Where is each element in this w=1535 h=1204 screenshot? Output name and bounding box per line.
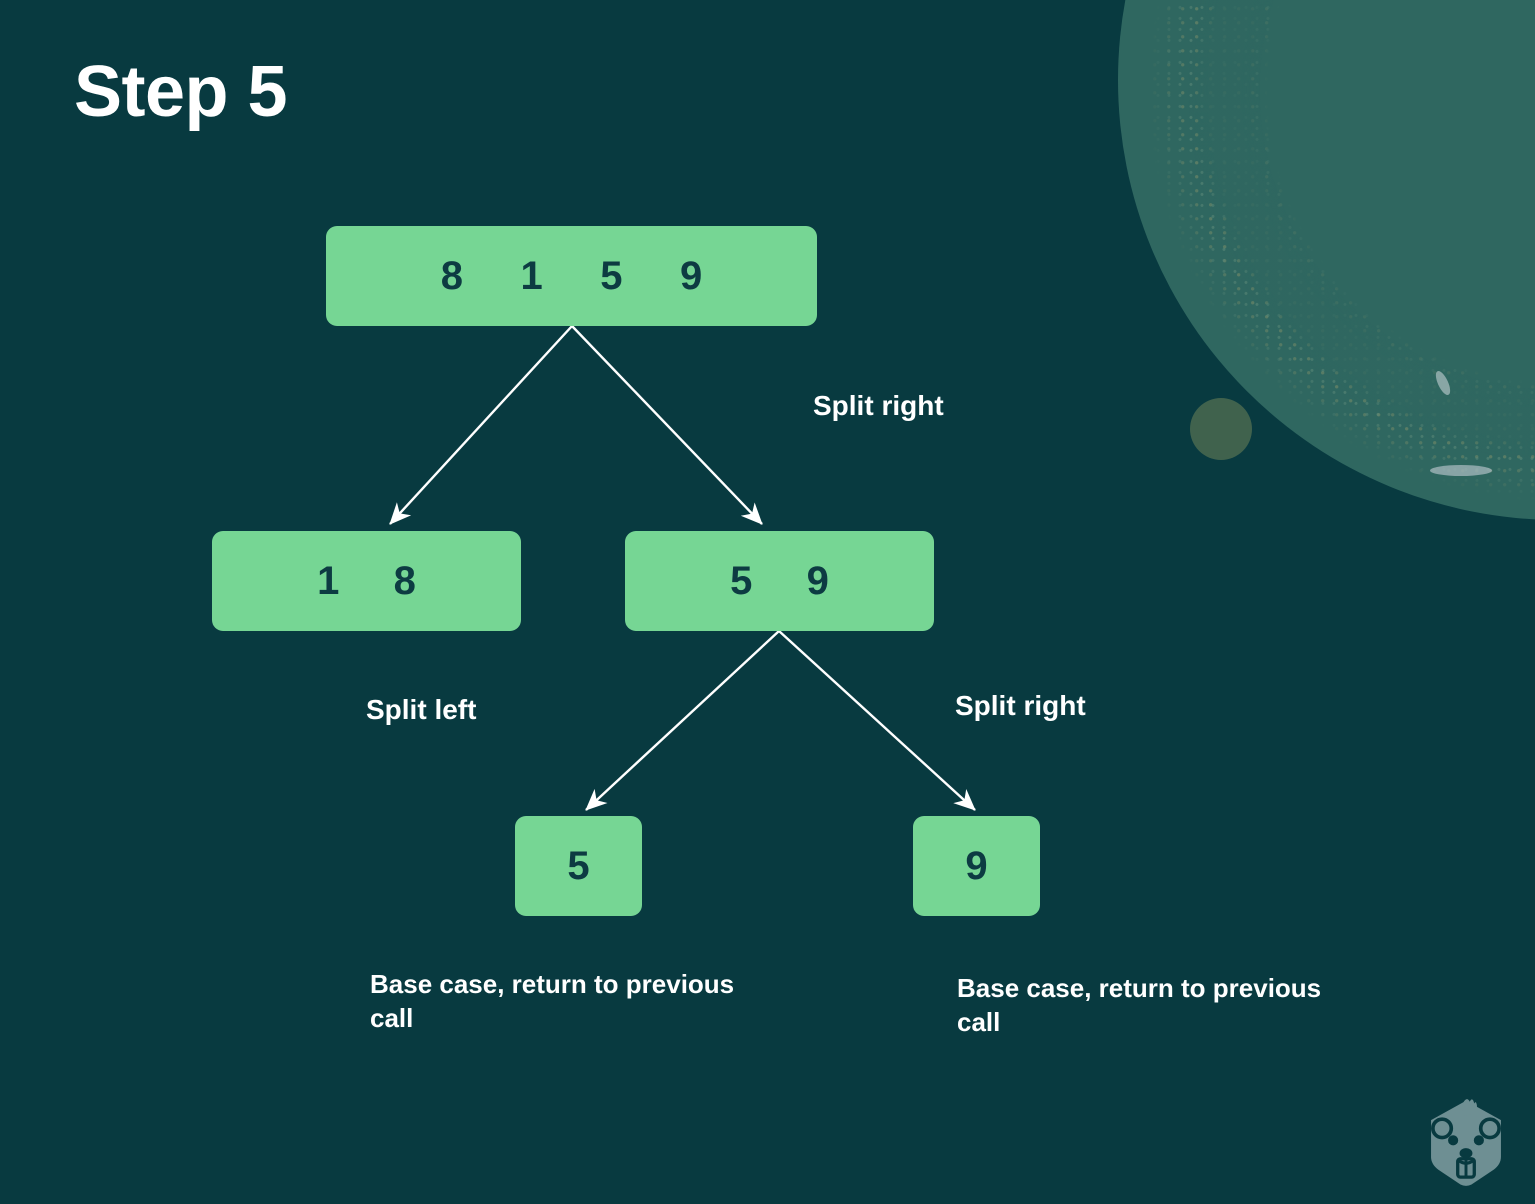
- edge-root-to-left: [389, 325, 573, 525]
- array-cell: 8: [440, 253, 463, 298]
- array-cell: 5: [567, 843, 590, 888]
- array-node-leaf-right: 9: [913, 816, 1040, 916]
- edge-right-to-leaf-left: [585, 630, 780, 811]
- array-cell: 1: [520, 253, 543, 298]
- array-cell: 5: [600, 253, 623, 298]
- streak-large-icon: [1430, 465, 1492, 476]
- streak-small-icon: [1432, 369, 1454, 397]
- crater-circle-icon: [1190, 398, 1252, 460]
- label-base-case-right: Base case, return to previous call: [957, 973, 1322, 1037]
- array-node-level2-right: 5 9: [625, 531, 934, 631]
- array-node-leaf-left: 5: [515, 816, 642, 916]
- planet-speckle-texture: [1090, 0, 1535, 560]
- array-node-level2-left: 1 8: [212, 531, 521, 631]
- array-cell: 8: [393, 558, 416, 603]
- label-split-right-bottom: Split right: [955, 690, 1086, 721]
- edge-right-to-leaf-right: [778, 630, 976, 811]
- array-cell: 9: [680, 253, 703, 298]
- label-split-left: Split left: [366, 694, 477, 725]
- label-base-case-left: Base case, return to previous call: [370, 969, 735, 1033]
- array-cell: 1: [317, 558, 340, 603]
- label-split-right-top: Split right: [813, 390, 944, 421]
- page-title: Step 5: [74, 52, 288, 132]
- array-node-root: 8 1 5 9: [326, 226, 817, 326]
- array-cell: 5: [730, 558, 753, 603]
- edge-root-to-right: [571, 325, 763, 525]
- array-cell: 9: [965, 843, 988, 888]
- planet-shape: [1118, 0, 1535, 520]
- array-cell: 9: [806, 558, 829, 603]
- beaver-mascot-logo: [1431, 1099, 1501, 1186]
